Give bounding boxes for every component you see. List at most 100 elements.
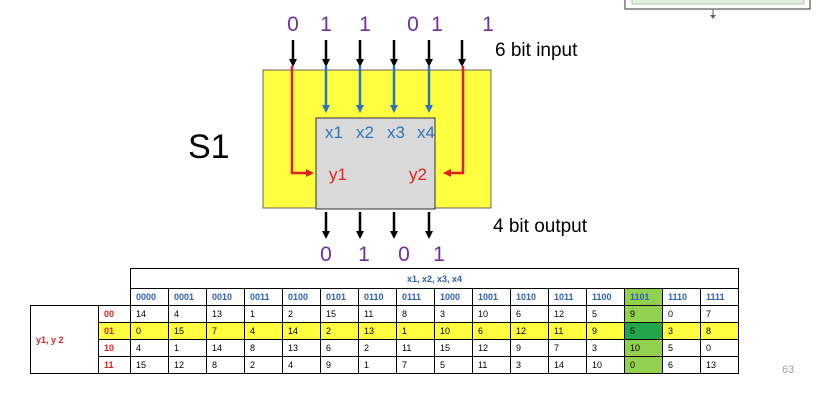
table-cell: 8 xyxy=(700,322,739,340)
table-cell-selected: 5 xyxy=(624,322,663,340)
column-header: 0100 xyxy=(282,288,321,306)
table-cell: 11 xyxy=(472,356,511,374)
output-arrows xyxy=(322,212,433,239)
table-cell: 12 xyxy=(548,305,587,323)
x-arrows xyxy=(322,66,433,113)
table-cell: 3 xyxy=(434,305,473,323)
input-bit: 1 xyxy=(482,13,494,36)
table-cell: 12 xyxy=(168,356,207,374)
input-caption: 6 bit input xyxy=(495,40,578,61)
table-cell: 11 xyxy=(396,339,435,357)
table-cell: 15 xyxy=(168,322,207,340)
column-header: 1100 xyxy=(586,288,625,306)
sbox-diagram: S1 0 1 1 0 1 1 x1 x2 x3 x4 y1 y2 xyxy=(188,0,811,265)
table-row: 11 15 12 8 2 4 9 1 7 5 11 3 14 10 0 6 13 xyxy=(31,356,739,374)
row-group-label: y1, y 2 xyxy=(30,305,99,374)
table-cell: 1 xyxy=(244,305,283,323)
table-cell: 10 xyxy=(586,356,625,374)
table-cell: 7 xyxy=(700,305,739,323)
column-header: 0001 xyxy=(168,288,207,306)
table-blank xyxy=(31,289,99,306)
corner-box xyxy=(624,0,811,19)
output-bits: 0 1 0 1 xyxy=(320,243,445,265)
input-bit: 1 xyxy=(320,13,332,36)
table-cell: 2 xyxy=(320,322,359,340)
table-corner xyxy=(98,288,131,306)
column-header: 1010 xyxy=(510,288,549,306)
table-cell-highlighted: 0 xyxy=(624,356,663,374)
sbox-inner-box xyxy=(315,117,436,210)
table-cell: 9 xyxy=(510,339,549,357)
table-cell: 15 xyxy=(320,305,359,323)
table-cell: 13 xyxy=(206,305,245,323)
table-header-row: 0000 0001 0010 0011 0100 0101 0110 0111 … xyxy=(31,288,739,306)
table-cell: 12 xyxy=(510,322,549,340)
column-header: 0000 xyxy=(130,288,169,306)
column-header: 1001 xyxy=(472,288,511,306)
table-cell: 2 xyxy=(358,339,397,357)
table-row: 10 4 1 14 8 13 6 2 11 15 12 9 7 3 10 5 0 xyxy=(31,339,739,357)
table-row-highlighted: 01 0 15 7 4 14 2 13 1 10 6 12 11 9 5 3 8 xyxy=(31,322,739,340)
table-cell: 4 xyxy=(244,322,283,340)
column-header: 0111 xyxy=(396,288,435,306)
column-header: 0110 xyxy=(358,288,397,306)
table-cell: 3 xyxy=(510,356,549,374)
output-bit: 1 xyxy=(358,243,370,265)
column-header: 0010 xyxy=(206,288,245,306)
column-header: 0011 xyxy=(244,288,283,306)
table-cell: 15 xyxy=(434,339,473,357)
sbox-table: x1, x2, x3, x4 0000 0001 0010 0011 0100 … xyxy=(30,268,739,374)
table-blank xyxy=(31,269,131,289)
table-cell: 14 xyxy=(282,322,321,340)
input-bit: 1 xyxy=(431,13,443,36)
table-cell: 1 xyxy=(168,339,207,357)
table-cell: 2 xyxy=(282,305,321,323)
table-cell: 0 xyxy=(700,339,739,357)
table-cell: 8 xyxy=(206,356,245,374)
table-cell: 13 xyxy=(358,322,397,340)
table-cell-highlighted: 10 xyxy=(624,339,663,357)
y-label: y2 xyxy=(409,165,427,184)
output-caption: 4 bit output xyxy=(493,216,588,237)
table-cell: 9 xyxy=(320,356,359,374)
y-labels: y1 y2 xyxy=(329,165,427,184)
sbox-label: S1 xyxy=(188,128,230,166)
table-cell: 13 xyxy=(282,339,321,357)
table-cell: 1 xyxy=(358,356,397,374)
table-cell: 7 xyxy=(548,339,587,357)
table-cell: 1 xyxy=(396,322,435,340)
column-header-highlighted: 1101 xyxy=(624,288,663,306)
table-cell: 6 xyxy=(662,356,701,374)
table-title: x1, x2, x3, x4 xyxy=(130,268,739,289)
x-label: x4 xyxy=(417,123,435,142)
table-cell: 3 xyxy=(586,339,625,357)
table-cell: 6 xyxy=(510,305,549,323)
table-cell: 14 xyxy=(130,305,169,323)
column-header: 0101 xyxy=(320,288,359,306)
table-cell: 7 xyxy=(206,322,245,340)
table-row: y1, y 2 00 14 4 13 1 2 15 11 8 3 10 6 12… xyxy=(30,305,739,374)
table-cell: 3 xyxy=(662,322,701,340)
input-bit: 0 xyxy=(407,13,419,36)
table-cell: 13 xyxy=(700,356,739,374)
table-cell: 0 xyxy=(662,305,701,323)
table-cell: 10 xyxy=(472,305,511,323)
table-cell: 6 xyxy=(320,339,359,357)
table-cell: 7 xyxy=(396,356,435,374)
table-cell: 6 xyxy=(472,322,511,340)
table-cell-highlighted: 9 xyxy=(624,305,663,323)
table-cell: 12 xyxy=(472,339,511,357)
table-cell: 15 xyxy=(130,356,169,374)
row-header: 00 xyxy=(98,305,131,323)
x-label: x1 xyxy=(325,123,343,142)
input-bit: 1 xyxy=(359,13,371,36)
table-cell: 0 xyxy=(130,322,169,340)
table-cell: 11 xyxy=(358,305,397,323)
row-header: 01 xyxy=(98,322,131,340)
table-cell: 5 xyxy=(434,356,473,374)
output-bit: 0 xyxy=(320,243,332,265)
table-cell: 11 xyxy=(548,322,587,340)
table-title-row: x1, x2, x3, x4 xyxy=(31,268,739,289)
row-header: 11 xyxy=(98,356,131,374)
x-labels: x1 x2 x3 x4 xyxy=(325,123,435,142)
